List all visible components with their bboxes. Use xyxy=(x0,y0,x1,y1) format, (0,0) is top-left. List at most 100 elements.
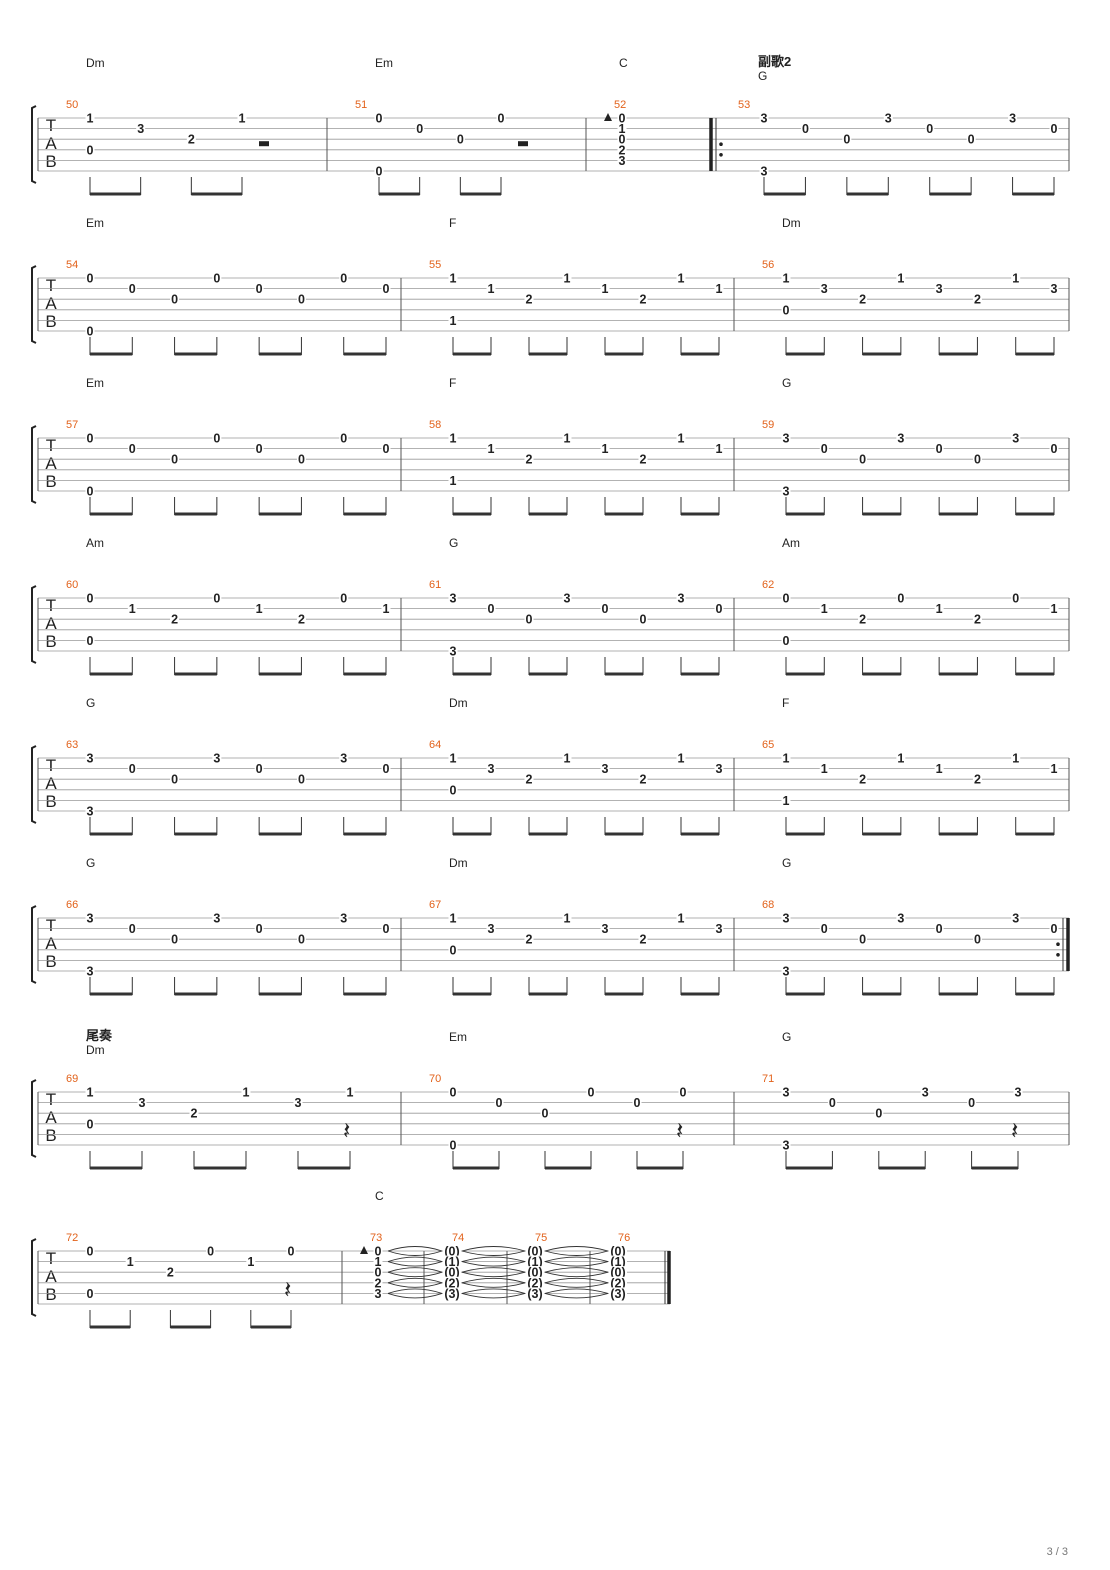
fret-background xyxy=(448,272,458,284)
fret-background xyxy=(896,752,906,764)
fret-number: 3 xyxy=(783,912,790,926)
fret-number: 3 xyxy=(936,282,943,296)
fret-background xyxy=(448,912,458,924)
fret-background xyxy=(714,602,724,615)
chord-name: G xyxy=(758,69,767,83)
fret-number: 0 xyxy=(1051,442,1058,456)
tab-clef-letter: B xyxy=(45,152,56,171)
fret-background xyxy=(714,762,724,775)
chord-name: Em xyxy=(86,216,104,230)
fret-background xyxy=(526,1245,544,1257)
fret-background xyxy=(1049,922,1059,935)
fret-background xyxy=(170,613,180,626)
fret-number: 3 xyxy=(761,112,768,126)
fret-background xyxy=(714,282,724,295)
fret-background xyxy=(600,762,610,775)
fret-background xyxy=(600,282,610,295)
fret-background xyxy=(127,602,137,615)
tie-arc xyxy=(461,1277,526,1284)
fret-background xyxy=(85,965,95,977)
fret-background xyxy=(85,112,95,124)
tab-clef-letter: T xyxy=(46,916,56,935)
fret-number: 1 xyxy=(897,752,904,766)
fret-background xyxy=(827,1096,837,1109)
fret-number: 0 xyxy=(450,1086,457,1100)
beam xyxy=(681,992,719,996)
fret-number: 0 xyxy=(821,922,828,936)
fret-background xyxy=(617,154,627,167)
fret-number: 3 xyxy=(137,122,144,136)
fret-number: 0 xyxy=(383,922,390,936)
measure-number: 74 xyxy=(452,1232,464,1244)
fret-background xyxy=(781,1086,791,1098)
fret-background xyxy=(165,1266,175,1279)
fret-number: 0 xyxy=(375,1245,382,1259)
fret-background xyxy=(1049,602,1059,615)
chord-name: F xyxy=(449,376,456,390)
fret-background xyxy=(632,1096,642,1109)
fret-number: 0 xyxy=(974,453,981,467)
beam xyxy=(259,512,302,516)
chord-name: Em xyxy=(375,56,393,70)
fret-background xyxy=(819,282,829,295)
fret-background xyxy=(781,592,791,604)
fret-background xyxy=(1011,752,1021,764)
fret-number: 0 xyxy=(496,1096,503,1110)
fret-background xyxy=(339,272,349,284)
fret-background xyxy=(972,773,982,786)
tie-arc xyxy=(544,1288,609,1294)
fret-background xyxy=(241,1086,251,1098)
fret-number: 3 xyxy=(783,485,790,499)
fret-number: 3 xyxy=(783,1086,790,1100)
chord-name: Dm xyxy=(86,56,105,70)
fret-number: 1 xyxy=(1012,752,1019,766)
tie-arc xyxy=(461,1292,526,1299)
beam xyxy=(194,1166,246,1170)
fret-number: 0 xyxy=(783,634,790,648)
fret-background xyxy=(137,1096,147,1109)
fret-background xyxy=(339,912,349,924)
tie-arc xyxy=(544,1292,609,1299)
beam xyxy=(90,1166,142,1170)
fret-number: 0 xyxy=(716,602,723,616)
beam xyxy=(174,672,217,676)
fret-background xyxy=(448,645,458,657)
beam xyxy=(846,192,889,196)
fret-background xyxy=(443,1266,461,1279)
fret-background xyxy=(1049,762,1059,775)
fret-number: 0 xyxy=(129,922,136,936)
beam xyxy=(90,992,133,996)
staff-bracket xyxy=(31,425,37,504)
fret-number: 3 xyxy=(488,922,495,936)
tie-arc xyxy=(387,1267,443,1273)
fret-background xyxy=(526,1266,544,1279)
beam xyxy=(453,992,491,996)
fret-number: 0 xyxy=(936,922,943,936)
chord-name: C xyxy=(619,56,628,70)
fret-number: 3 xyxy=(1012,432,1019,446)
fret-background xyxy=(486,282,496,295)
repeat-dot xyxy=(719,142,723,146)
measure-number: 68 xyxy=(762,899,774,911)
chord-name: G xyxy=(782,856,791,870)
fret-background xyxy=(966,133,976,146)
fret-number: 1 xyxy=(450,474,457,488)
staff-bracket xyxy=(31,105,37,184)
tab-clef-letter: B xyxy=(45,1285,56,1304)
fret-background xyxy=(617,122,627,135)
fret-number: 0 xyxy=(129,282,136,296)
measure-number: 73 xyxy=(370,1232,382,1244)
fret-number: 0 xyxy=(383,442,390,456)
staff-bracket xyxy=(31,585,37,664)
measure-number: 59 xyxy=(762,419,774,431)
fret-background xyxy=(339,592,349,604)
fret-number: 1 xyxy=(383,602,390,616)
fret-background xyxy=(127,762,137,775)
tie-arc xyxy=(544,1246,609,1252)
fret-background xyxy=(638,933,648,946)
fret-background xyxy=(896,272,906,284)
fret-number: 2 xyxy=(526,933,533,947)
fret-number: 0 xyxy=(897,592,904,606)
fret-background xyxy=(443,1276,461,1289)
fret-number: (0) xyxy=(444,1266,459,1280)
